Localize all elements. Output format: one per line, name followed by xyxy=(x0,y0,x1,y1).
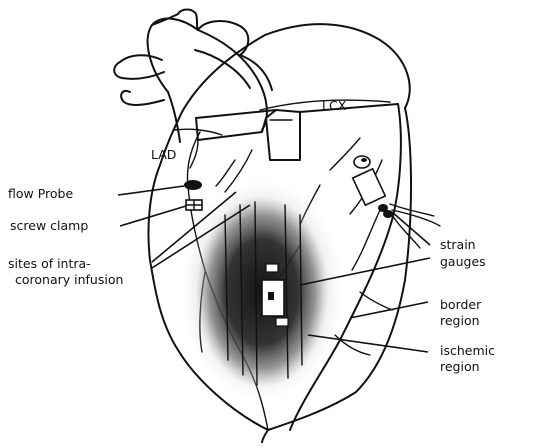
ischemic-region-label-line1: ischemic xyxy=(440,343,495,358)
strain-gauges-label-line1: strain xyxy=(440,237,476,252)
screw-clamp-label: screw clamp xyxy=(10,218,88,233)
flow-probe-label: flow Probe xyxy=(8,186,73,201)
lcx-label: LCX xyxy=(322,98,347,113)
great-vessels xyxy=(114,10,272,143)
border-region-label-line2: region xyxy=(440,313,480,328)
strain-gauges-label-line2: gauges xyxy=(440,254,486,269)
lad-label: LAD xyxy=(151,147,176,162)
sites-label-line2: coronary infusion xyxy=(15,272,123,287)
ischemic-region-label-line2: region xyxy=(440,359,480,374)
lcx-strain-gauge xyxy=(353,156,393,218)
flow-probe-device xyxy=(184,180,202,210)
border-region-label-line1: border xyxy=(440,297,482,312)
sites-label-line1: sites of intra- xyxy=(8,256,91,271)
